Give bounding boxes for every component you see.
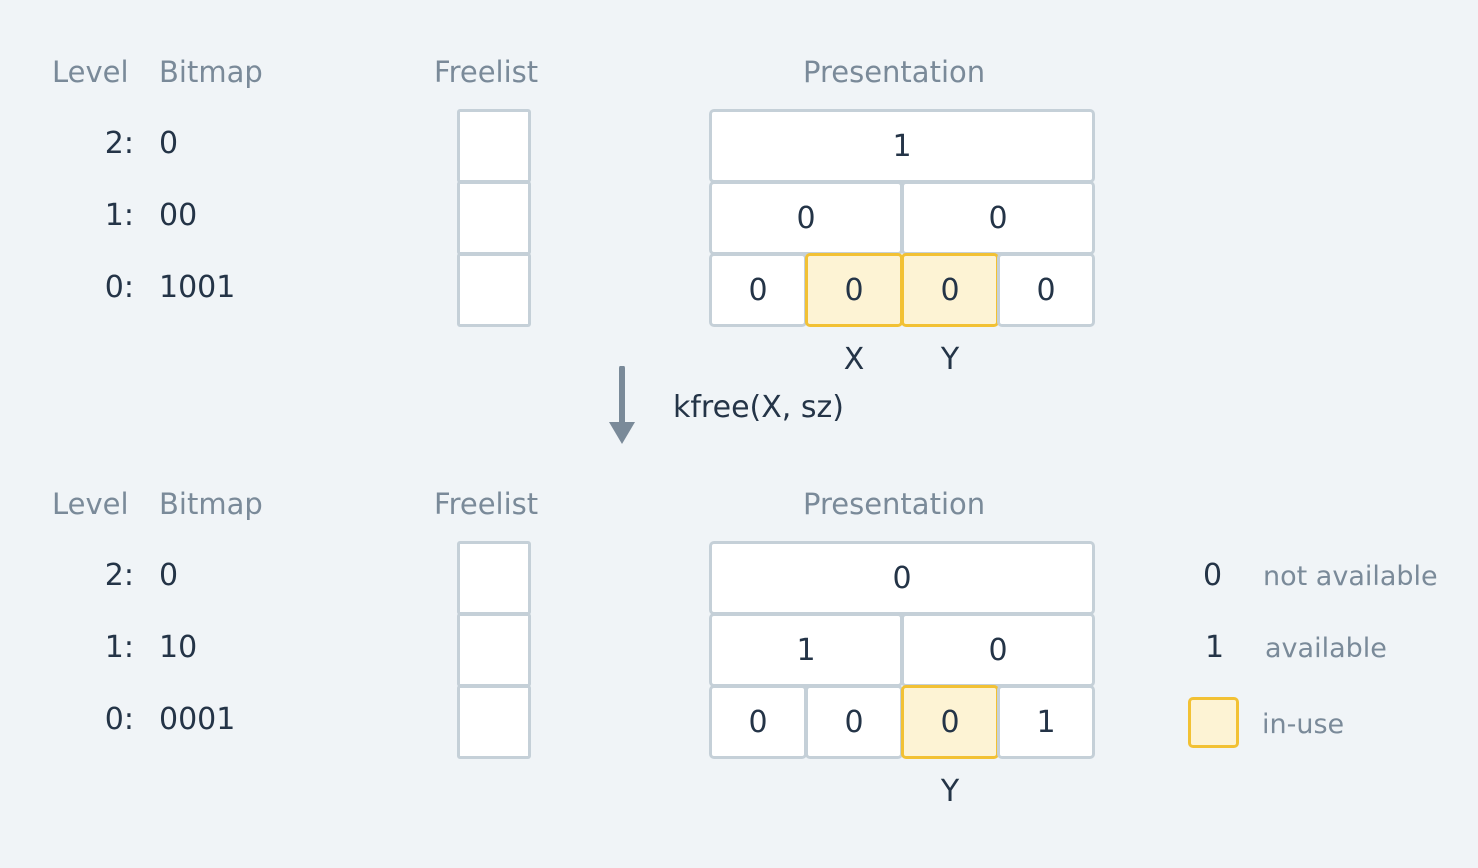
top-level-label-0: 0: [104, 270, 134, 305]
block-level2: 0 [709, 541, 1095, 615]
block-level2: 1 [709, 109, 1095, 183]
top-level-label-1: 1: [104, 198, 134, 233]
top-presentation-header: Presentation [803, 55, 986, 89]
block-level0: 0 [709, 253, 807, 327]
bottom-level-label-1: 1: [104, 630, 134, 665]
kfree-call-label: kfree(X, sz) [673, 390, 844, 425]
bottom-freelist-header: Freelist [434, 487, 539, 521]
legend-label-in-use: in-use [1262, 709, 1345, 740]
freelist-slot [457, 685, 531, 759]
freelist-slot [457, 109, 531, 183]
top-level-label-2: 2: [104, 126, 134, 161]
legend-label-available: available [1265, 633, 1387, 664]
bottom-bitmap-value-2: 0 [159, 558, 179, 593]
top-bitmap-value-0: 1001 [159, 270, 236, 305]
top-bitmap-value-2: 0 [159, 126, 179, 161]
block-level1: 0 [901, 613, 1095, 687]
marker-y: Y [940, 342, 960, 377]
top-bitmap-header: Bitmap [159, 55, 263, 89]
bottom-level-header: Level [52, 487, 129, 521]
block-level0: 1 [997, 685, 1095, 759]
block-level1: 0 [709, 181, 903, 255]
bottom-presentation-header: Presentation [803, 487, 986, 521]
down-arrow-icon [609, 366, 635, 444]
block-level0-inuse: 0 [805, 253, 903, 327]
top-freelist-header: Freelist [434, 55, 539, 89]
bottom-bitmap-header: Bitmap [159, 487, 263, 521]
block-level0: 0 [805, 685, 903, 759]
bottom-level-label-0: 0: [104, 702, 134, 737]
legend-label-not-available: not available [1263, 561, 1438, 592]
block-level0: 0 [997, 253, 1095, 327]
freelist-slot [457, 253, 531, 327]
marker-y: Y [940, 774, 960, 809]
block-level1: 0 [901, 181, 1095, 255]
top-bitmap-value-1: 00 [159, 198, 198, 233]
block-level0-inuse: 0 [901, 253, 999, 327]
freelist-slot [457, 181, 531, 255]
freelist-slot [457, 541, 531, 615]
legend-symbol-not-available: 0 [1203, 558, 1223, 593]
block-level0: 0 [709, 685, 807, 759]
freelist-slot [457, 613, 531, 687]
block-level0-inuse: 0 [901, 685, 999, 759]
bottom-level-label-2: 2: [104, 558, 134, 593]
legend-inuse-swatch [1188, 697, 1239, 748]
bottom-bitmap-value-1: 10 [159, 630, 198, 665]
top-level-header: Level [52, 55, 129, 89]
block-level1: 1 [709, 613, 903, 687]
bottom-bitmap-value-0: 0001 [159, 702, 236, 737]
marker-x: X [843, 342, 865, 377]
legend-symbol-available: 1 [1205, 630, 1225, 665]
